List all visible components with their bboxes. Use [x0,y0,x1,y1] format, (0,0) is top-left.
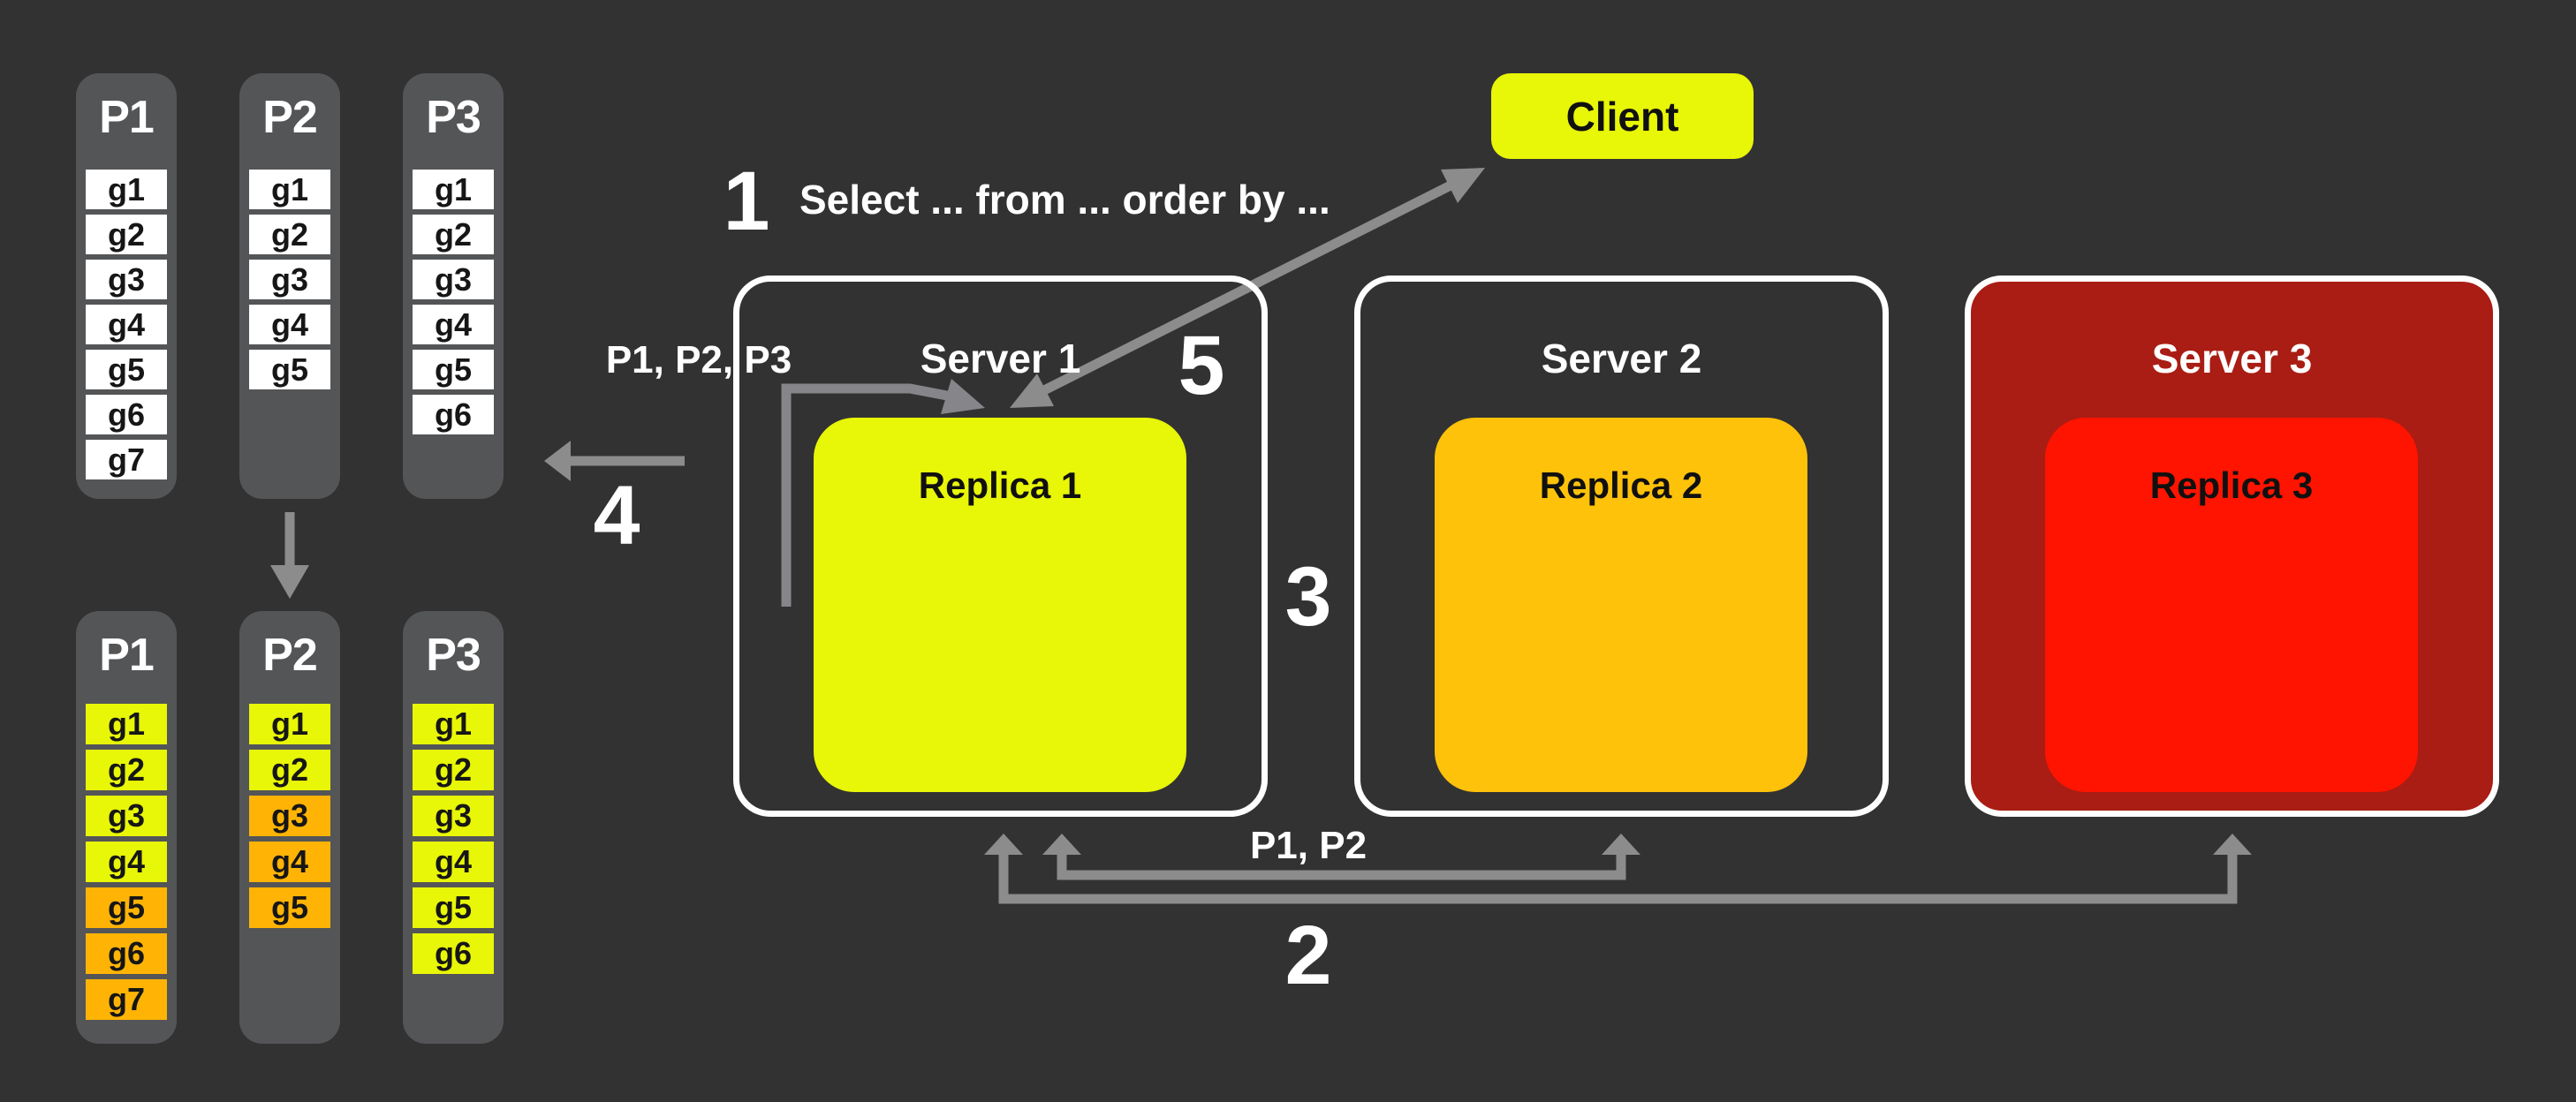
partition-title: P2 [262,630,318,681]
step4-left-arrow [544,441,685,481]
partition-cell: g1 [413,170,494,209]
replica-2-box: Replica 2 [1435,418,1807,792]
partition-cell: g4 [249,305,330,344]
partition-cell: g4 [413,842,494,882]
server-1-label: Server 1 [920,336,1081,381]
partition-cell: g4 [86,842,167,882]
partition-cell: g3 [413,796,494,836]
partition-cell: g4 [413,305,494,344]
partition-cell: g6 [413,395,494,434]
partition-cells: g1 g2 g3 g4 g5 g6 g7 [86,170,167,479]
replica-partitions-label: P1, P2, P3 [605,338,792,381]
partition-column-p1-sorted: P1 g1 g2 g3 g4 g5 g6 g7 [76,611,177,1044]
partition-cell: g6 [86,933,167,974]
server-3-box: Server 3 Replica 3 [1965,276,2499,817]
partition-cell: g2 [249,750,330,790]
server-3-label: Server 3 [2151,336,2313,381]
partition-cell: g2 [86,750,167,790]
broadcast-partitions-label: P1, P2 [1249,824,1368,867]
partition-cell: g6 [413,933,494,974]
replica-1-label: Replica 1 [918,464,1082,506]
partition-title: P3 [426,92,481,143]
partition-cell: g1 [249,170,330,209]
partition-column-p3-sorted: P3 g1 g2 g3 g4 g5 g6 [403,611,504,1044]
partition-cell: g2 [249,215,330,254]
partition-title: P1 [99,92,155,143]
partition-cell: g4 [86,305,167,344]
partition-cell: g7 [86,979,167,1020]
partition-cell: g5 [86,887,167,928]
client-box: Client [1491,73,1754,159]
partition-cell: g1 [86,704,167,744]
partition-cell: g5 [413,887,494,928]
partition-title: P2 [262,92,318,143]
partition-cell: g3 [249,260,330,299]
step2-outer-bracket-arrow [984,834,2252,904]
partition-cell: g3 [413,260,494,299]
partition-column-p3-unsorted: P3 g1 g2 g3 g4 g5 g6 [403,73,504,499]
server-2-box: Server 2 Replica 2 [1354,276,1889,817]
partition-cells: g1 g2 g3 g4 g5 g6 [413,704,494,974]
partition-group-unsorted: P1 g1 g2 g3 g4 g5 g6 g7 P2 g1 g2 g3 g4 g5 P3 g1 g2 g3 g4 g5… [76,73,504,499]
partition-cell: g2 [413,750,494,790]
partition-cell: g5 [86,350,167,389]
partition-cell: g1 [413,704,494,744]
partition-cell: g5 [249,350,330,389]
step-4-number: 4 [593,469,640,562]
partition-cell: g1 [249,704,330,744]
partition-column-p2-sorted: P2 g1 g2 g3 g4 g5 [239,611,340,1044]
partition-cells: g1 g2 g3 g4 g5 [249,704,330,928]
partition-cell: g5 [249,887,330,928]
client-label: Client [1565,93,1679,140]
partition-title: P1 [99,630,155,681]
replica-3-box: Replica 3 [2045,418,2418,792]
partition-cell: g3 [86,796,167,836]
replica1-loop-arrow [781,379,985,607]
partition-cell: g2 [413,215,494,254]
partition-cell: g7 [86,440,167,479]
partition-cell: g5 [413,350,494,389]
partition-column-p2-unsorted: P2 g1 g2 g3 g4 g5 [239,73,340,499]
step-5-number: 5 [1178,319,1225,412]
partition-cell: g3 [249,796,330,836]
partition-column-p1-unsorted: P1 g1 g2 g3 g4 g5 g6 g7 [76,73,177,499]
partition-cells: g1 g2 g3 g4 g5 g6 g7 [86,704,167,1020]
partition-cells: g1 g2 g3 g4 g5 [249,170,330,389]
partition-cell: g4 [249,842,330,882]
replica-3-label: Replica 3 [2149,464,2314,506]
partition-title: P3 [426,630,481,681]
step-1-query-label: Select ... from ... order by ... [799,177,1330,223]
partition-group-sorted: P1 g1 g2 g3 g4 g5 g6 g7 P2 g1 g2 g3 g4 g5 P3 g1 g2 g3 g4 g5… [76,611,504,1044]
step-1-number: 1 [723,155,770,248]
step-2-number: 2 [1284,909,1332,1002]
replica-1-box: Replica 1 [814,418,1186,792]
step2-inner-bracket-arrow [1042,834,1640,880]
partition-cells: g1 g2 g3 g4 g5 g6 [413,170,494,434]
partition-cell: g2 [86,215,167,254]
partition-cell: g6 [86,395,167,434]
step-3-number: 3 [1284,550,1332,644]
partition-cell: g1 [86,170,167,209]
resort-down-arrow [270,512,309,599]
server-1-box: Server 1 Replica 1 [733,276,1268,817]
server-2-label: Server 2 [1541,336,1702,381]
partition-cell: g3 [86,260,167,299]
replica-2-label: Replica 2 [1539,464,1703,506]
